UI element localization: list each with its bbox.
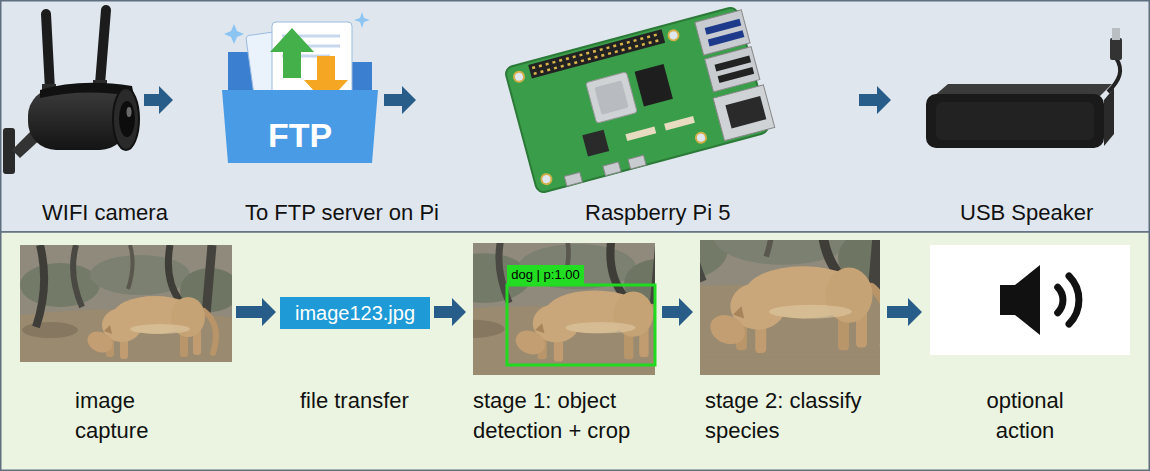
- speaker-symbol-part: [930, 245, 1130, 355]
- ftp-folder-icon-part: [224, 24, 244, 44]
- hardware-band: [1, 1, 1150, 232]
- raspberry-pi-board-part: [664, 116, 695, 131]
- cropped-photo: [700, 240, 880, 375]
- ftp-folder-icon-part: [222, 90, 378, 163]
- crop-node: stage 2: classify species: [697, 238, 883, 378]
- raspberry-pi-board-part: [718, 67, 755, 83]
- raspberry-pi-board-part: [695, 10, 750, 55]
- speaker-node: USB Speaker: [895, 4, 1145, 190]
- node-caption: USB Speaker: [960, 198, 1130, 228]
- raspberry-pi-board-part: [534, 39, 662, 73]
- raspberry-pi-board-part: [708, 30, 745, 46]
- usb-speaker-illustration-part: [936, 102, 1094, 140]
- camera-node: WIFI camera: [4, 4, 140, 190]
- raspberry-pi-board-part: [628, 155, 646, 169]
- flow-arrow: [384, 86, 416, 114]
- usb-speaker-illustration-part: [926, 94, 1104, 148]
- usb-speaker-illustration-part: [1104, 88, 1114, 146]
- speaker-symbol-part: [1058, 287, 1063, 312]
- usb-speaker-illustration-part: [1108, 58, 1120, 92]
- raspberry-pi-board-part: [635, 64, 673, 107]
- raspberry-pi-board-part: [564, 172, 582, 186]
- box-text: dog | p:1.00: [511, 267, 579, 283]
- wifi-camera-illustration-part: [46, 14, 50, 90]
- flow-arrow: [859, 86, 891, 114]
- usb-speaker-illustration-part: [1110, 38, 1122, 60]
- ftp-folder-icon: [222, 12, 378, 163]
- node-caption: Raspberry Pi 5: [585, 198, 795, 228]
- speaker-symbol-part: [1069, 276, 1079, 324]
- node-caption: WIFI camera: [42, 198, 212, 228]
- raspberry-pi-board-part: [540, 173, 552, 185]
- node-caption: file transfer: [300, 386, 450, 416]
- flow-arrow: [434, 298, 466, 326]
- photo-node: image capture: [20, 245, 232, 362]
- cropped-photo-part: [700, 240, 880, 357]
- detection-photo: [473, 243, 655, 375]
- flow-arrow: [236, 298, 276, 326]
- pipeline-band: [1, 232, 1150, 470]
- raspberry-pi-board-part: [713, 85, 775, 141]
- raspberry-pi-board-part: [625, 126, 656, 141]
- speaker-symbol-part: [1000, 285, 1015, 315]
- speaker-symbol: [930, 245, 1130, 355]
- ftp-node: To FTP server on Pi: [177, 4, 380, 190]
- node-caption: stage 1: object detection + crop: [473, 386, 663, 446]
- flow-arrow: [887, 298, 922, 326]
- raspberry-pi-board-part: [582, 130, 609, 157]
- raspberry-pi-board-part: [513, 71, 525, 83]
- bounding-box: [507, 285, 655, 365]
- raspberry-pi-board-part: [705, 47, 760, 92]
- node-caption: optional action: [960, 386, 1090, 446]
- detection-photo-part: [473, 243, 655, 365]
- raspberry-pi-board-part: [695, 132, 707, 144]
- flow-arrow: [144, 86, 173, 114]
- raspberry-pi-board-part: [532, 34, 660, 68]
- wifi-camera-illustration: [3, 10, 139, 174]
- raspberry-pi-board-part: [667, 29, 679, 41]
- ftp-folder-icon-part: [354, 12, 370, 28]
- node-caption: stage 2: classify species: [705, 386, 895, 446]
- captured-photo: [20, 245, 232, 362]
- node-caption: To FTP server on Pi: [245, 198, 485, 228]
- node-caption: image capture: [75, 386, 185, 446]
- icon-label: FTP: [255, 112, 345, 158]
- usb-speaker-illustration-part: [1112, 28, 1120, 40]
- wifi-camera-illustration-part: [119, 101, 135, 137]
- action-node: optional action: [926, 243, 1134, 358]
- file-box: image123.jpgfile transfer: [280, 297, 430, 329]
- raspberry-pi-board-part: [725, 96, 766, 128]
- usb-speaker-illustration: [926, 28, 1122, 148]
- raspberry-pi-board: [504, 5, 775, 194]
- raspberry-pi-board-part: [594, 80, 628, 114]
- raspberry-pi-board-part: [586, 72, 637, 123]
- flow-arrow: [662, 298, 693, 326]
- detection-label: dog | p:1.00: [507, 265, 584, 285]
- ftp-folder-icon-part: [270, 28, 314, 78]
- wifi-camera-illustration-part: [127, 107, 132, 117]
- wifi-camera-illustration-part: [113, 88, 139, 150]
- pi-node: Raspberry Pi 5: [420, 4, 855, 190]
- speaker-symbol-part: [1015, 265, 1040, 335]
- wifi-camera-illustration-part: [100, 10, 106, 84]
- detection-node: stage 1: object detection + cropdog | p:…: [470, 240, 658, 376]
- box-text: image123.jpg: [295, 301, 415, 325]
- raspberry-pi-board-part: [603, 162, 621, 176]
- captured-photo-part: [20, 245, 232, 362]
